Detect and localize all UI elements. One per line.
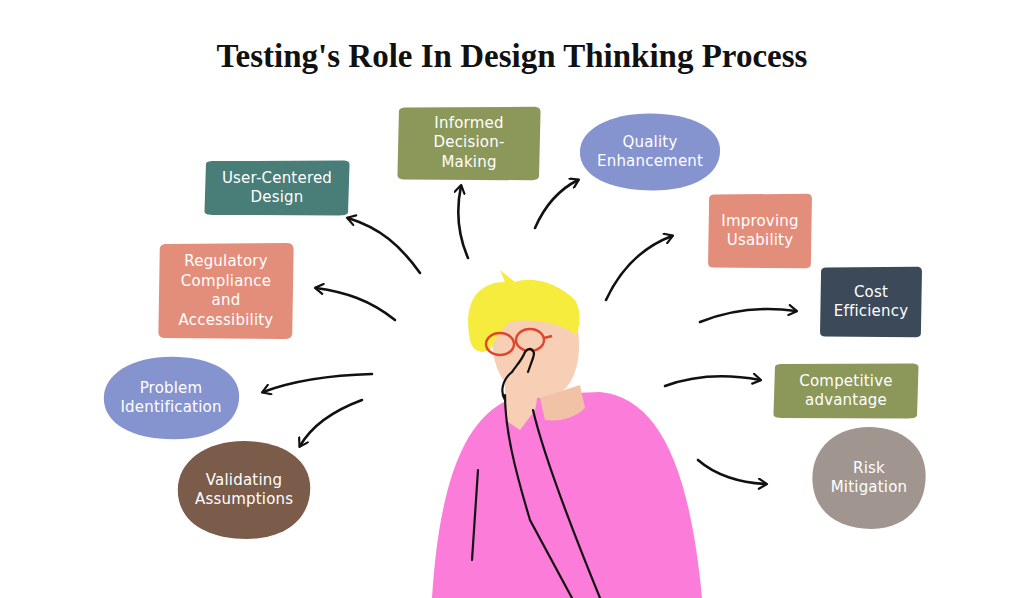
node-label: User-Centered Design <box>215 169 339 208</box>
rounded-box: Improving Usability <box>707 193 813 269</box>
rounded-box: Informed Decision-Making <box>396 106 542 181</box>
node-label: Regulatory Compliance and Accessibility <box>169 252 283 330</box>
blob-node: Problem Identification <box>101 355 242 441</box>
node-label: Validating Assumptions <box>195 471 293 510</box>
blob-node: Validating Assumptions <box>175 439 313 541</box>
thinking-person <box>432 270 702 598</box>
node-label: Risk Mitigation <box>830 459 908 498</box>
node-label: Informed Decision-Making <box>408 114 530 173</box>
rounded-box: User-Centered Design <box>203 160 351 216</box>
node-label: Improving Usability <box>719 212 801 251</box>
diagram-title: Testing's Role In Design Thinking Proces… <box>0 38 1024 75</box>
rounded-box: Regulatory Compliance and Accessibility <box>157 242 295 340</box>
rounded-box: Cost Efficiency <box>819 266 923 338</box>
node-label: Quality Enhancement <box>597 133 703 172</box>
blob-node: Quality Enhancement <box>577 112 723 192</box>
blob-node: Risk Mitigation <box>810 425 928 531</box>
node-label: Competitive advantage <box>784 372 908 411</box>
rounded-box: Competitive advantage <box>772 363 920 419</box>
node-label: Cost Efficiency <box>831 283 911 322</box>
node-label: Problem Identification <box>121 379 222 418</box>
